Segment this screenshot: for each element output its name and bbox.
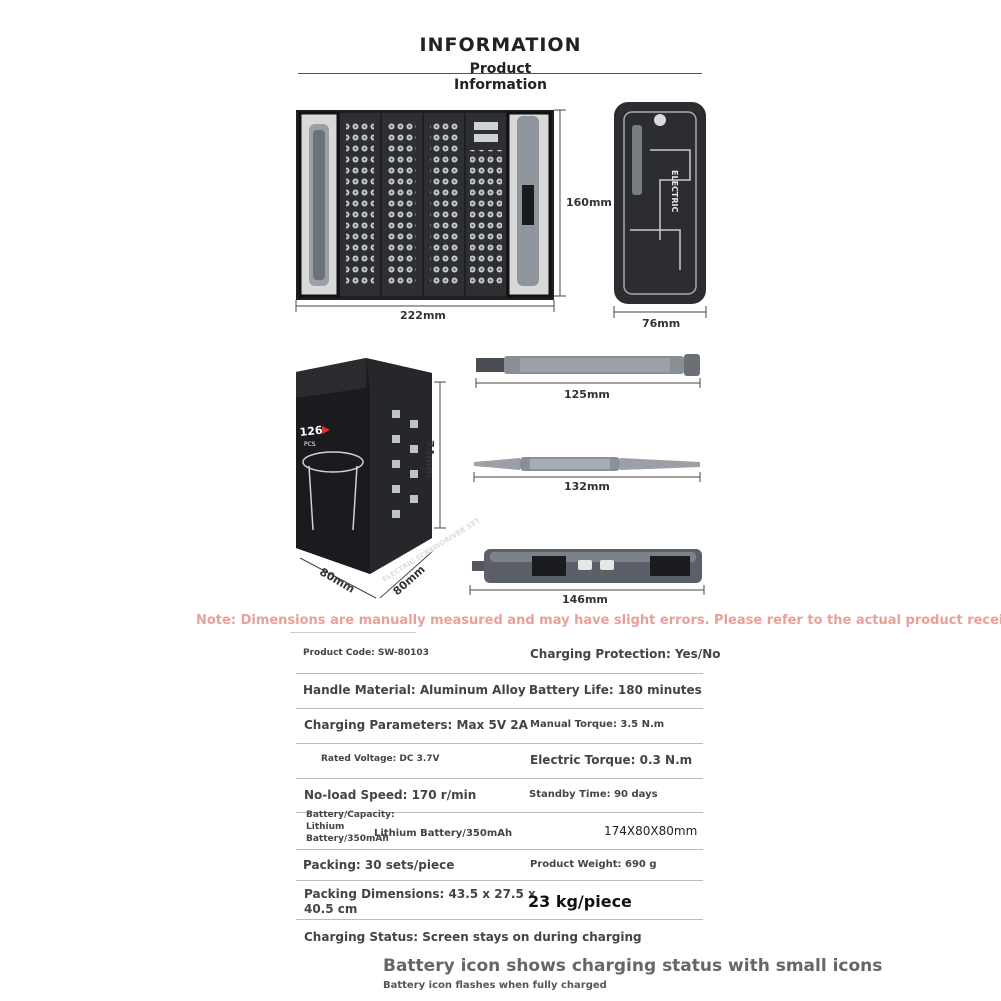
subtitle-line1: Product xyxy=(469,61,532,77)
bit-handle-image xyxy=(476,354,700,376)
table-row-divider xyxy=(296,673,703,674)
battery-flash-info: Battery icon flashes when fully charged xyxy=(383,980,607,991)
table-row-divider xyxy=(296,812,703,813)
box-height-label: 74mm xyxy=(423,440,436,479)
spec-product-weight: Product Weight: 690 g xyxy=(530,859,657,870)
closed-case-image: ELECTRIC xyxy=(614,102,706,304)
box-count-text: 126 xyxy=(299,424,324,439)
spec-battery-capacity-line2: Lithium xyxy=(306,822,345,832)
spec-battery-life: Battery Life: 180 minutes xyxy=(529,683,702,697)
note-underline xyxy=(290,632,416,633)
box-unit-text: PCS xyxy=(304,441,316,448)
table-row-divider xyxy=(296,778,703,779)
spec-standby-time: Standby Time: 90 days xyxy=(529,789,658,800)
spec-charging-parameters: Charging Parameters: Max 5V 2A xyxy=(304,718,528,732)
spec-packing-dimensions-line1: Packing Dimensions: 43.5 x 27.5 x xyxy=(304,887,536,901)
spec-overall-size: 174X80X80mm xyxy=(604,824,698,838)
page-title: INFORMATION xyxy=(419,34,582,56)
case-panel-4 xyxy=(424,113,464,296)
spec-manual-torque: Manual Torque: 3.5 N.m xyxy=(530,719,665,730)
spec-charging-protection: Charging Protection: Yes/No xyxy=(530,647,721,661)
spec-battery-capacity-overlay: Lithium Battery/350mAh xyxy=(374,828,513,839)
case-dimension-lines xyxy=(295,109,566,312)
case-width-label: 222mm xyxy=(400,309,446,322)
box-dimension-lines xyxy=(299,381,446,599)
driver-dimension-line xyxy=(469,585,705,595)
spec-battery-capacity-line3: Battery/350mAh xyxy=(306,834,389,844)
table-row-divider xyxy=(296,708,703,709)
dimension-note: Note: Dimensions are manually measured a… xyxy=(196,613,1001,628)
spudger-image xyxy=(474,457,700,471)
case-height-label: 160mm xyxy=(566,196,612,209)
spec-handle-material: Handle Material: Aluminum Alloy xyxy=(303,683,526,697)
table-row-divider xyxy=(296,919,703,920)
spudger-length-label: 132mm xyxy=(564,480,610,493)
electric-driver-image xyxy=(472,549,702,583)
closed-case-dimension-line xyxy=(613,306,707,318)
spec-electric-torque: Electric Torque: 0.3 N.m xyxy=(530,753,693,767)
spec-packing-dimensions-line2: 40.5 cm xyxy=(304,902,358,916)
title-divider xyxy=(298,73,702,74)
spec-rated-voltage: Rated Voltage: DC 3.7V xyxy=(321,754,440,764)
spudger-dimension-line xyxy=(473,472,701,482)
table-row-divider xyxy=(296,849,703,850)
subtitle-line2: Information xyxy=(454,77,547,93)
spec-packing: Packing: 30 sets/piece xyxy=(303,858,455,872)
case-panel-2 xyxy=(340,113,380,296)
svg-text:ELECTRIC: ELECTRIC xyxy=(670,170,679,212)
handle-length-label: 125mm xyxy=(564,388,610,401)
spec-battery-capacity-line1: Battery/Capacity: xyxy=(306,810,395,820)
battery-icon-info: Battery icon shows charging status with … xyxy=(383,956,883,976)
retail-box-image xyxy=(296,358,432,574)
spec-product-code: Product Code: SW-80103 xyxy=(303,648,429,658)
case-panel-6 xyxy=(506,111,552,298)
case-panel-3 xyxy=(382,113,422,296)
spec-carton-weight: 23 kg/piece xyxy=(528,892,632,911)
open-case-image xyxy=(296,110,554,300)
case-depth-label: 76mm xyxy=(642,317,681,330)
spec-noload-speed: No-load Speed: 170 r/min xyxy=(304,788,477,802)
table-row-divider xyxy=(296,743,703,744)
spec-charging-status: Charging Status: Screen stays on during … xyxy=(304,930,642,944)
case-panel-1 xyxy=(298,111,340,298)
driver-length-label: 146mm xyxy=(562,593,608,606)
case-panel-5 xyxy=(466,113,506,296)
handle-dimension-line xyxy=(475,378,701,388)
table-row-divider xyxy=(296,880,703,881)
